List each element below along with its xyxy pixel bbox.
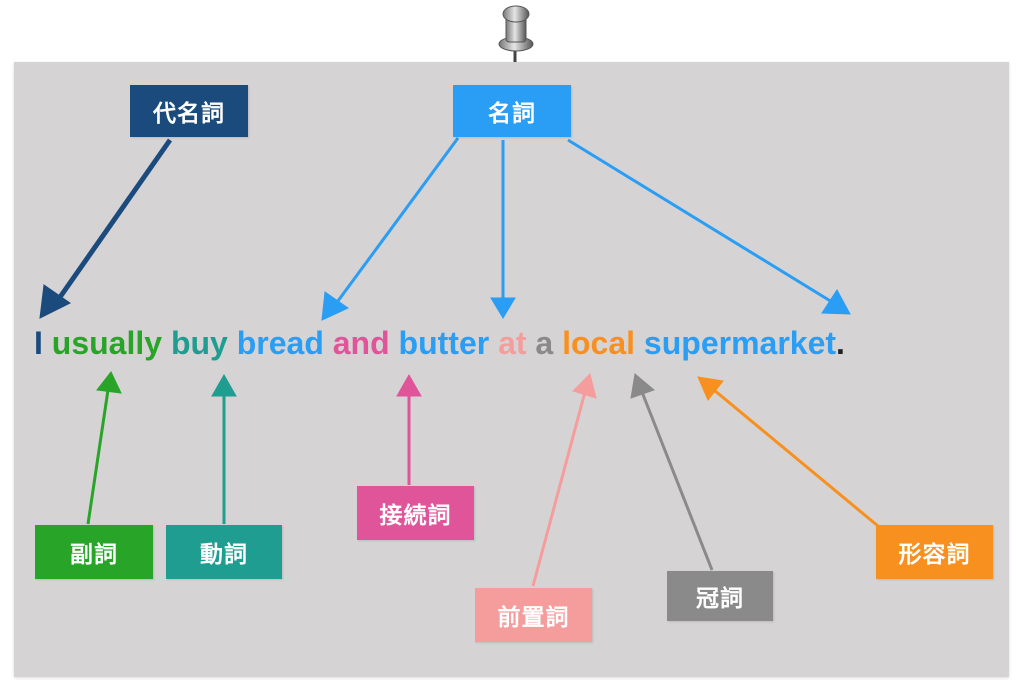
label-article: 冠詞 — [667, 571, 773, 621]
label-noun: 名詞 — [453, 85, 571, 137]
word-bread: bread — [236, 325, 324, 361]
arrow-pronoun — [39, 138, 173, 319]
word-and: and — [332, 325, 390, 361]
pushpin-icon — [498, 5, 534, 62]
word-at: at — [498, 325, 527, 361]
example-sentence: I usually buy bread and butter at a loca… — [34, 320, 845, 366]
arrow-preposition — [531, 373, 597, 587]
arrow-adjective — [697, 376, 879, 528]
label-adjective: 形容詞 — [876, 525, 993, 579]
word-a: a — [535, 325, 554, 361]
word-buy: buy — [170, 325, 228, 361]
label-pronoun: 代名詞 — [130, 85, 248, 137]
word-butter: butter — [398, 325, 490, 361]
arrow-noun-butter — [490, 140, 516, 319]
arrow-noun-supermarket — [567, 138, 851, 315]
word-i: I — [34, 325, 43, 361]
word-local: local — [562, 325, 636, 361]
arrow-conjunction — [396, 373, 422, 485]
arrow-adverb — [86, 371, 122, 525]
arrow-verb — [211, 373, 237, 524]
label-verb: 動詞 — [166, 525, 282, 579]
label-preposition: 前置詞 — [475, 588, 592, 642]
word-period: . — [836, 325, 845, 361]
label-conjunction: 接続詞 — [357, 486, 474, 540]
word-supermarket: supermarket — [643, 325, 837, 361]
arrow-article — [630, 373, 714, 571]
arrow-noun-bread — [321, 137, 460, 321]
word-usually: usually — [51, 325, 163, 361]
label-adverb: 副詞 — [35, 525, 153, 579]
